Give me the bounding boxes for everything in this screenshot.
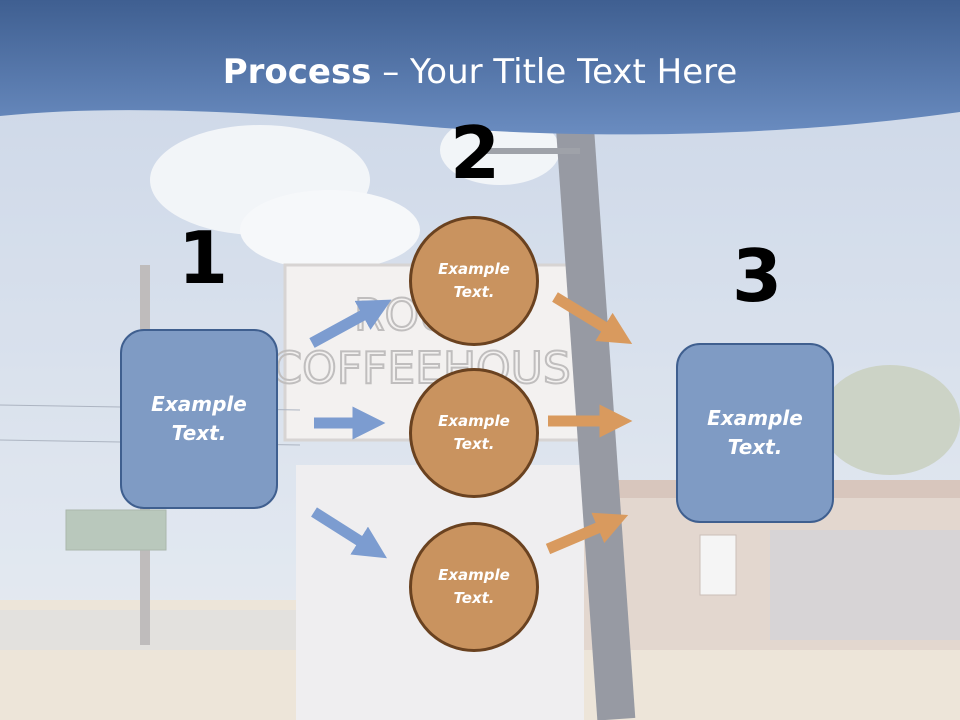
circle-top-line2: Text. [453,283,495,301]
title-bold: Process [222,52,372,92]
arrow-orange-up [545,512,629,555]
circle-top-line1: Example [438,260,510,278]
circle-bottom-line1: Example [438,566,510,584]
arrow-orange-down [552,292,633,345]
step-number-1: 1 [178,216,229,300]
step-number-3: 3 [732,234,783,318]
arrow-blue-up [309,299,392,348]
title-rest: – Your Title Text Here [371,52,738,92]
page-title: Process – Your Title Text Here [0,52,960,92]
arrow-blue-down [311,507,388,559]
step-box-1-line2: Text. [171,421,227,445]
step-box-1-line1: Example [151,392,247,416]
step-box-3-line1: Example [707,406,803,430]
step-number-2: 2 [450,111,501,195]
step-box-3-line2: Text. [727,435,783,459]
circle-middle-line2: Text. [453,435,495,453]
circle-bottom-line2: Text. [453,589,495,607]
circle-middle-line1: Example [438,412,510,430]
